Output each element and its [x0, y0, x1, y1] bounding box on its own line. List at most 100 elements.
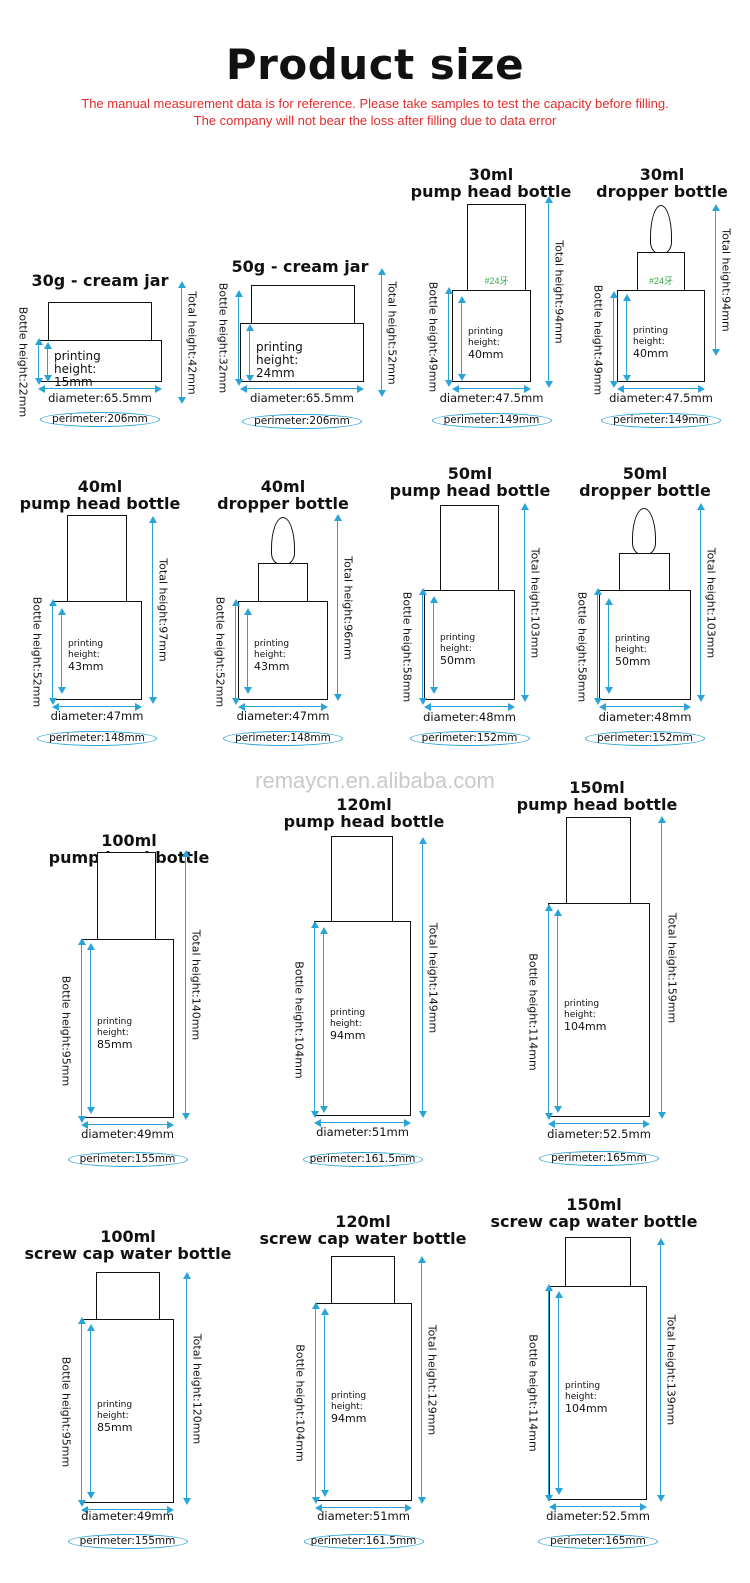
product-title-size: 40ml	[77, 477, 123, 496]
screw-cap-shape	[331, 1256, 395, 1304]
diameter-arrow	[548, 1119, 650, 1128]
perimeter-label: perimeter:155mm	[79, 1153, 176, 1165]
printing-height-arrow	[554, 1291, 563, 1495]
printing-height-arrow	[43, 342, 52, 382]
total-height-arrow	[377, 268, 386, 397]
product-title-size: 30ml	[639, 165, 685, 184]
diameter-arrow	[599, 702, 691, 711]
diameter-label: diameter:52.5mm	[547, 1127, 651, 1141]
perimeter-ellipse	[67, 1152, 188, 1167]
bottle-height-label: Bottle height:104mm	[293, 1344, 307, 1462]
bottle-height-arrow	[310, 921, 319, 1118]
jar-lid-shape	[48, 302, 152, 341]
printing-height-label: printing height:24mm	[256, 341, 303, 380]
printing-height-label: printing height:15mm	[54, 350, 101, 389]
diameter-label: diameter:47.5mm	[609, 391, 713, 405]
total-height-label: Total height:139mm	[664, 1314, 678, 1426]
dropper-bulb-shape	[650, 205, 672, 254]
watermark: remaycn.en.alibaba.com	[255, 768, 495, 793]
diameter-label: diameter:51mm	[317, 1509, 410, 1523]
screw-cap-shape	[565, 1237, 631, 1287]
diameter-label: diameter:49mm	[81, 1127, 174, 1141]
bottle-height-arrow	[444, 287, 453, 387]
printing-height-arrow	[553, 909, 562, 1113]
diameter-arrow	[315, 1503, 412, 1512]
total-height-arrow	[182, 1272, 191, 1505]
diameter-arrow	[238, 702, 328, 711]
product-title-size: 100ml	[101, 831, 157, 850]
product-title-size: 40ml	[260, 477, 306, 496]
printing-height-caption: printing height:	[565, 1381, 601, 1402]
product-title-type: dropper bottle	[596, 182, 728, 201]
disclaimer-line-1: The manual measurement data is for refer…	[81, 96, 669, 111]
total-height-arrow	[657, 816, 666, 1119]
product-title-type: pump head bottle	[283, 812, 445, 831]
disclaimer-line-2: The company will not bear the loss after…	[193, 113, 557, 128]
perimeter-ellipse	[539, 1151, 659, 1166]
printing-height-label: printing height:85mm	[97, 1017, 132, 1050]
product-title-size: 30ml	[468, 165, 514, 184]
total-height-arrow	[333, 514, 342, 701]
printing-height-caption: printing height:	[440, 633, 476, 654]
diameter-arrow	[452, 384, 531, 393]
bottle-height-arrow	[593, 588, 602, 705]
bottle-height-label: Bottle height:104mm	[292, 960, 306, 1079]
pump-head-shape	[97, 852, 156, 940]
perimeter-label: perimeter:161.5mm	[309, 1153, 416, 1165]
dropper-collar-shape	[637, 252, 685, 291]
total-height-arrow	[417, 1256, 426, 1504]
diameter-label: diameter:52.5mm	[546, 1509, 650, 1523]
total-height-label: Total height:103mm	[528, 547, 542, 658]
total-height-label: Total height:129mm	[425, 1324, 439, 1436]
diameter-arrow	[424, 702, 515, 711]
diameter-arrow	[617, 384, 705, 393]
product-title-size: 120ml	[335, 1212, 391, 1231]
bottle-height-arrow	[609, 291, 618, 388]
bottle-body-shape	[617, 290, 705, 382]
diameter-label: diameter:51mm	[316, 1125, 409, 1139]
bottle-height-arrow	[48, 599, 57, 705]
printing-height-label: printing height:104mm	[565, 1381, 607, 1414]
product-title-size: 150ml	[566, 1195, 622, 1214]
printing-height-label: printing height:43mm	[68, 639, 103, 672]
product-title-type: dropper bottle	[217, 494, 349, 513]
pump-head-shape	[467, 204, 526, 291]
bottle-height-label: Bottle height:95mm	[59, 1356, 73, 1468]
bottle-body-shape	[452, 290, 531, 382]
screw-cap-shape	[96, 1272, 160, 1320]
printing-height-arrow	[319, 927, 328, 1113]
printing-height-value: 15mm	[54, 375, 93, 389]
total-height-arrow	[656, 1238, 665, 1502]
perimeter-label: perimeter:148mm	[235, 732, 331, 744]
printing-height-value: 85mm	[97, 1420, 133, 1434]
printing-height-value: 43mm	[254, 660, 290, 673]
bottle-height-label: Bottle height:114mm	[526, 1334, 540, 1452]
perimeter-label: perimeter:152mm	[597, 732, 693, 744]
product-title-type: pump head bottle	[19, 494, 181, 513]
printing-height-caption: printing height:	[68, 639, 104, 660]
product-title-type: pump head bottle	[389, 481, 551, 500]
printing-height-caption: printing height:	[330, 1008, 366, 1029]
printing-height-value: 40mm	[633, 347, 669, 360]
diameter-arrow	[38, 384, 162, 393]
printing-height-caption: printing height:	[633, 326, 669, 347]
perimeter-label: perimeter:152mm	[421, 732, 518, 744]
total-height-arrow	[544, 196, 553, 388]
total-height-label: Total height:52mm	[385, 280, 399, 385]
total-height-arrow	[520, 503, 529, 702]
printing-height-caption: printing height:	[468, 326, 504, 348]
bottle-body-shape	[314, 921, 411, 1116]
printing-height-label: printing height:40mm	[633, 326, 668, 359]
bottle-height-arrow	[77, 938, 86, 1123]
diameter-arrow	[81, 1120, 174, 1129]
perimeter-label: perimeter:149mm	[443, 414, 540, 426]
product-title-size: 50g - cream jar	[231, 257, 369, 276]
bottle-height-arrow	[418, 588, 427, 705]
bottle-height-arrow	[34, 338, 43, 385]
perimeter-label: perimeter:206mm	[52, 413, 148, 425]
bottle-body-shape	[599, 590, 691, 700]
bottle-height-arrow	[234, 290, 243, 386]
product-title-size: 30g - cream jar	[31, 271, 169, 290]
diameter-label: diameter:48mm	[598, 710, 692, 724]
bottle-height-arrow	[77, 1317, 86, 1507]
